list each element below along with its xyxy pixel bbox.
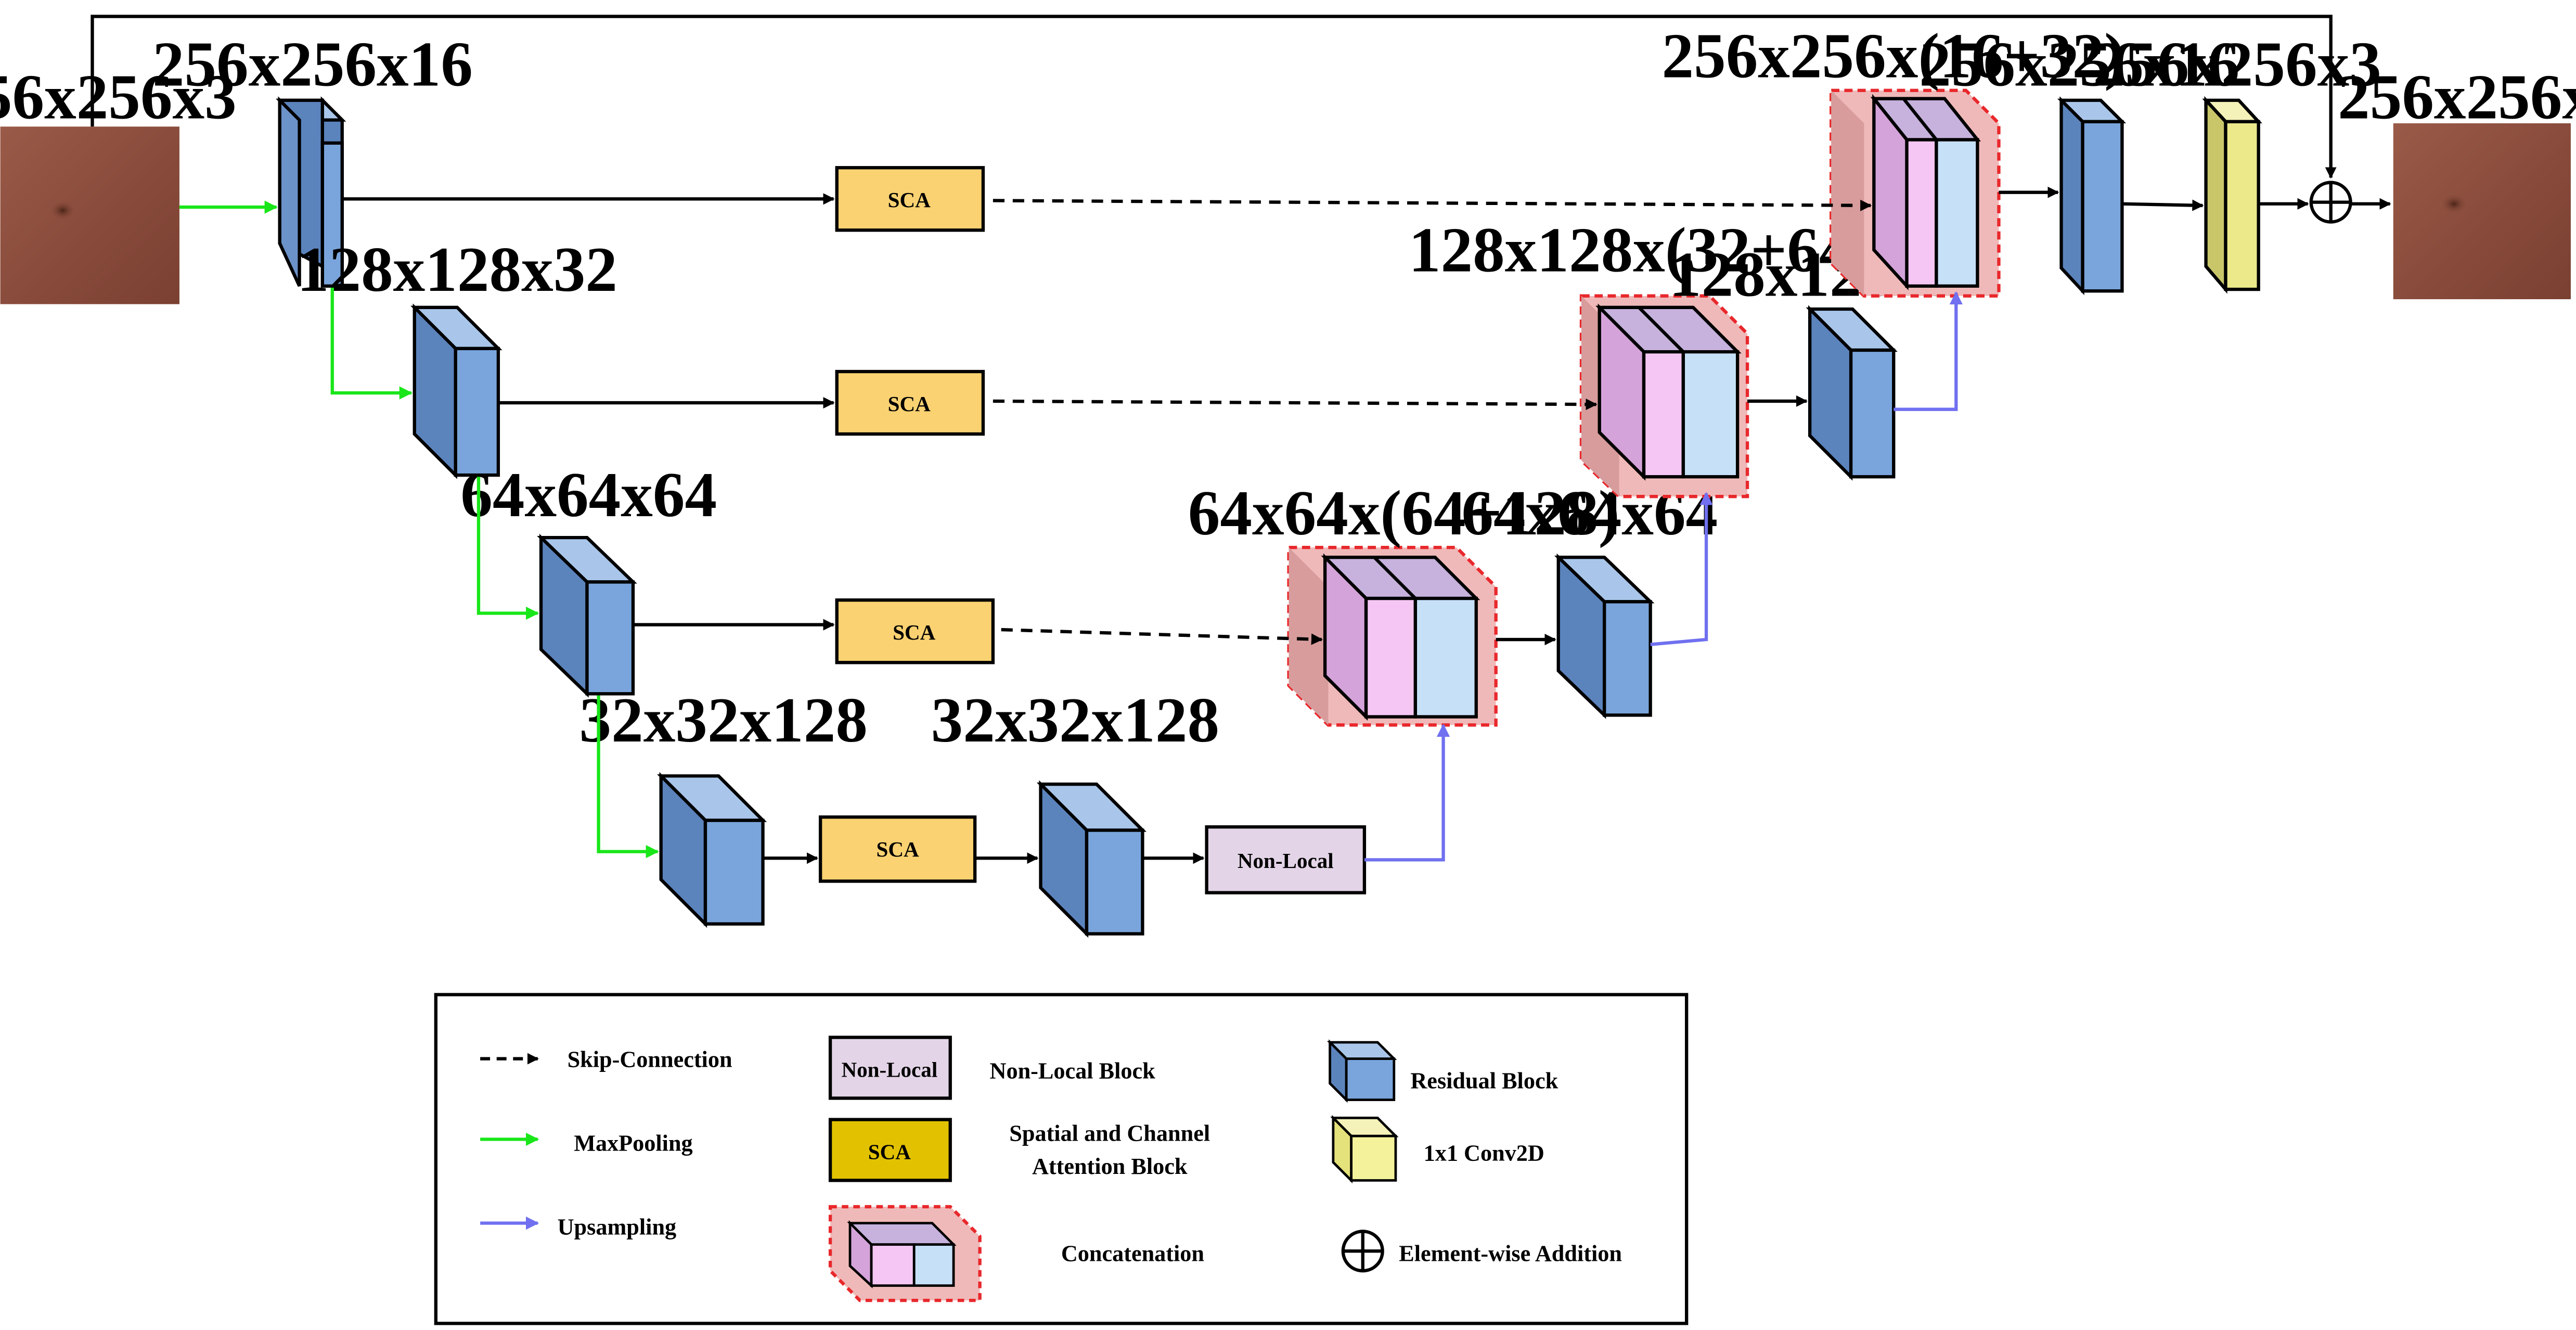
input-image-label: 256x256x3 [0,61,237,132]
concat1-label: 64x64x(64+128) [1188,477,1620,548]
legend-concat-icon [828,1205,982,1302]
legend-upsample-text: Upsampling [558,1214,677,1240]
legend-concat-text: Concatenation [1061,1241,1204,1266]
e2-label: 128x128x32 [297,234,617,305]
maxpool-arrow-3 [597,695,659,859]
concat2-label: 128x128x(32+64) [1409,214,1872,285]
upsample-arrow-3 [1894,291,1963,411]
sca-block-2: SCA [835,369,985,436]
concat-block-3 [1830,88,2001,298]
legend-skip-text: Skip-Connection [568,1046,732,1072]
non-local-block-text: Non-Local [1238,849,1334,873]
skip-connection-2 [993,399,1598,411]
legend-conv-icon [1330,1115,1399,1184]
concat-block-1 [1287,545,1498,727]
residual-block-e1 [276,96,346,290]
sca-block-3: SCA [835,598,995,664]
legend-nonlocal-text: Non-Local Block [990,1058,1156,1084]
legend-sca-box-text: SCA [868,1140,911,1163]
upsample-arrow-2 [1650,492,1713,646]
residual-block-d1 [1554,553,1655,719]
output-image-label: 256x256x3 [2338,61,2576,132]
sca-block-1: SCA [835,166,985,232]
residual-block-d2 [1806,305,1898,481]
legend-nonlocal-box [828,1035,952,1100]
skip-connection-1 [993,199,1872,211]
legend-residual-text: Residual Block [1410,1068,1558,1094]
sca-block-4-text: SCA [877,837,919,861]
legend-maxpool-text: MaxPooling [574,1131,692,1156]
non-local-block: Non-Local [1205,825,1367,894]
e4-label: 32x32x128 [579,684,868,756]
upsample-arrow-1 [1364,723,1450,862]
residual-block-bottleneck [1036,780,1147,938]
e3-label: 64x64x64 [460,459,717,530]
legend-nonlocal-box-text: Non-Local [841,1057,937,1081]
sca-block-4: SCA [818,815,977,883]
d3-label: 256x256x16 [1919,28,2239,99]
legend-box [434,993,1689,1325]
sca-block-1-text: SCA [888,188,931,212]
skip-connection-3 [1001,628,1323,645]
maxpool-arrow-2 [476,477,539,620]
conv1x1-block [2202,96,2262,294]
residual-block-e2 [410,303,503,479]
legend: Skip-Connection MaxPooling Upsampling No… [434,993,1689,1325]
concat-block-2 [1579,294,1749,498]
input-image [0,126,179,304]
global-residual-connection [91,15,2337,179]
legend-sca-text-1: Spatial and Channel [1009,1121,1210,1146]
legend-sca-box [828,1118,952,1182]
conv-label: 256x256x3 [2093,28,2381,99]
element-wise-addition-icon [2309,181,2352,224]
legend-conv-text: 1x1 Conv2D [1424,1141,1544,1166]
bottleneck-label: 32x32x128 [931,684,1219,756]
legend-sca-text-2: Attention Block [1032,1154,1188,1179]
e1-label: 256x256x16 [152,28,473,99]
output-image [2393,123,2571,300]
legend-add-icon [1341,1230,1384,1273]
sca-block-3-text: SCA [893,620,935,644]
legend-add-text: Element-wise Addition [1399,1241,1622,1266]
residual-block-e3 [537,533,637,698]
concat3-label: 256x256x(16+32) [1662,20,2126,91]
sca-block-2-text: SCA [888,392,931,416]
maxpool-arrow-1 [330,287,413,400]
legend-residual-icon [1326,1039,1397,1103]
residual-block-e4 [657,772,767,928]
residual-block-d3 [2057,96,2127,296]
arrow-d3-conv [2122,199,2204,211]
